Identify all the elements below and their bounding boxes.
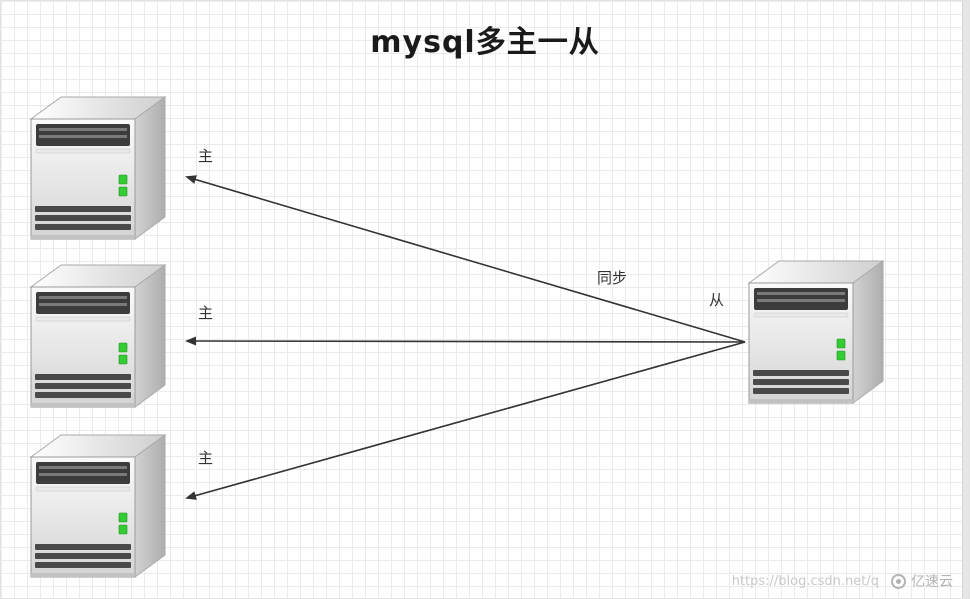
server-icon — [741, 253, 891, 413]
server-icon — [23, 427, 173, 587]
sync-arrow-to-master-2 — [185, 336, 746, 346]
scrollbar-vertical[interactable] — [962, 1, 969, 598]
watermark-url: https://blog.csdn.net/q — [731, 573, 879, 589]
master-server-2 — [23, 257, 173, 417]
sync-arrow-to-master-1 — [185, 175, 746, 343]
brand-name: 亿速云 — [911, 574, 953, 590]
master-server-3 — [23, 427, 173, 587]
page-title: mysql多主一从 — [370, 25, 600, 60]
master-3-label: 主 — [198, 449, 214, 467]
slave-label: 从 — [709, 291, 725, 309]
brand-logo-icon — [891, 573, 906, 589]
master-2-label: 主 — [198, 304, 214, 322]
sync-arrow-to-master-3 — [185, 341, 746, 500]
sync-label: 同步 — [597, 269, 628, 287]
watermark: https://blog.csdn.net/q 亿速云 — [732, 571, 953, 591]
server-icon — [23, 89, 173, 249]
master-server-1 — [23, 89, 173, 249]
slave-server — [741, 253, 891, 413]
master-1-label: 主 — [198, 147, 214, 165]
brand-badge: 亿速云 — [891, 571, 953, 591]
server-icon — [23, 257, 173, 417]
